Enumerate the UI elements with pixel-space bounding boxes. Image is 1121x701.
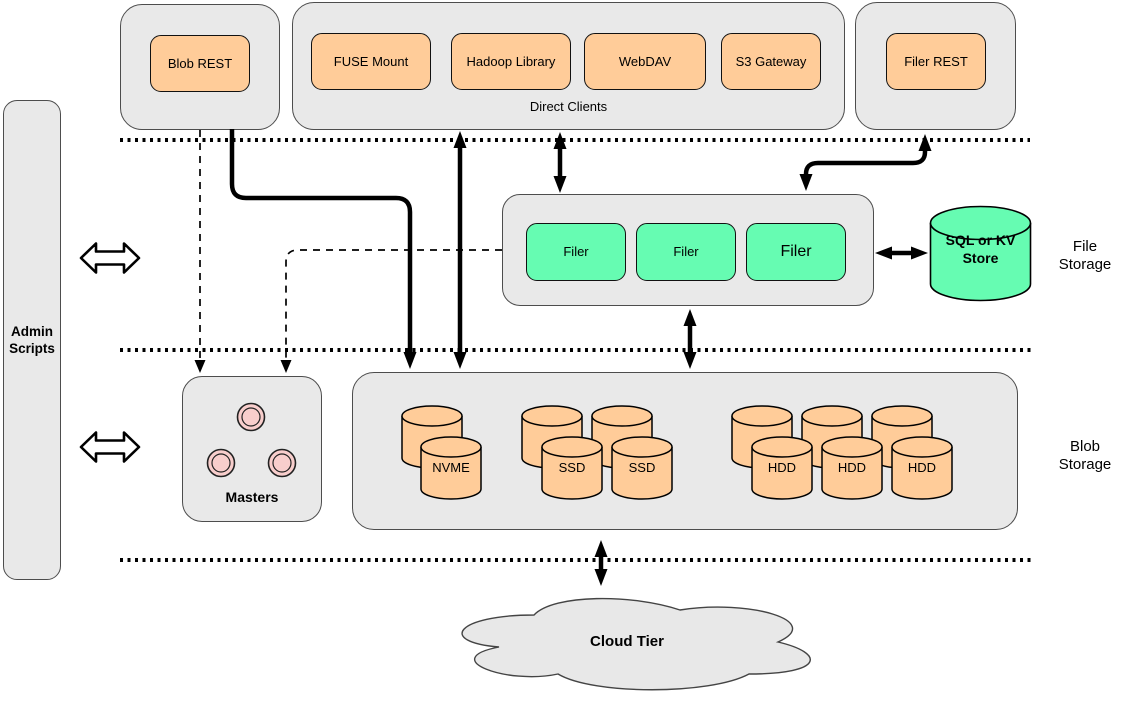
master-nodes-icon: [206, 402, 297, 478]
webdav-node: WebDAV: [584, 33, 706, 90]
arrow-blobrest-to-blobstorage: [229, 129, 417, 369]
filer-node-1: Filer: [526, 223, 626, 281]
ssd-cylinder-1: SSD: [541, 436, 603, 500]
filer-node-3: Filer: [746, 223, 846, 281]
dashed-arrow-filer-masters: [280, 249, 502, 373]
blob-rest-node: Blob REST: [150, 35, 250, 92]
hdd-label-2: HDD: [837, 460, 867, 475]
direct-clients-group: FUSE Mount Hadoop Library WebDAV S3 Gate…: [292, 2, 845, 130]
blob-storage-tier-label: Blob Storage: [1058, 438, 1112, 473]
fuse-mount-node: FUSE Mount: [311, 33, 431, 90]
filer-rest-group: Filer REST: [855, 2, 1016, 130]
arrow-filer-blobstorage: [683, 309, 697, 369]
arrow-filer-sqlstore: [875, 246, 928, 260]
admin-scripts-node: Admin Scripts: [3, 100, 61, 580]
masters-label: Masters: [225, 489, 279, 505]
sql-kv-store-node: SQL or KV Store: [929, 205, 1032, 302]
admin-filer-tier-double-arrow: [79, 242, 141, 274]
hdd-cylinder-1: HDD: [751, 436, 813, 500]
ssd-label-1: SSD: [558, 460, 586, 475]
hdd-label-1: HDD: [767, 460, 797, 475]
ssd-label-2: SSD: [628, 460, 656, 475]
hdd-cylinder-2: HDD: [821, 436, 883, 500]
hdd-cylinder-3: HDD: [891, 436, 953, 500]
blob-rest-group: Blob REST: [120, 4, 280, 130]
filer-rest-node: Filer REST: [886, 33, 986, 90]
database-cylinder-icon: [929, 205, 1032, 302]
nvme-cylinder: NVME: [420, 436, 482, 500]
blob-storage-group: NVME SSD SSD HDD: [352, 372, 1018, 530]
hdd-label-3: HDD: [907, 460, 937, 475]
arrow-directclients-filer: [553, 132, 567, 193]
filer-node-2: Filer: [636, 223, 736, 281]
cloud-tier-label: Cloud Tier: [590, 633, 664, 650]
arrow-blobstorage-cloud: [594, 540, 608, 586]
hadoop-library-node: Hadoop Library: [451, 33, 571, 90]
arrow-directclients-blobstorage: [453, 131, 467, 369]
s3-gateway-node: S3 Gateway: [721, 33, 821, 90]
cloud-tier-node: [461, 597, 811, 691]
filer-cluster-group: Filer Filer Filer: [502, 194, 874, 306]
file-storage-tier-label: File Storage: [1058, 238, 1112, 273]
admin-scripts-label: Admin Scripts: [9, 324, 55, 356]
nvme-label: NVME: [432, 460, 470, 475]
masters-group: Masters: [182, 376, 322, 522]
dashed-arrow-blobrest-masters: [194, 130, 206, 373]
ssd-cylinder-2: SSD: [611, 436, 673, 500]
sql-kv-store-label: SQL or KV Store: [945, 232, 1016, 266]
arrow-filerrest-filer: [799, 134, 932, 191]
direct-clients-label: Direct Clients: [529, 99, 608, 114]
admin-blob-tier-double-arrow: [79, 431, 141, 463]
